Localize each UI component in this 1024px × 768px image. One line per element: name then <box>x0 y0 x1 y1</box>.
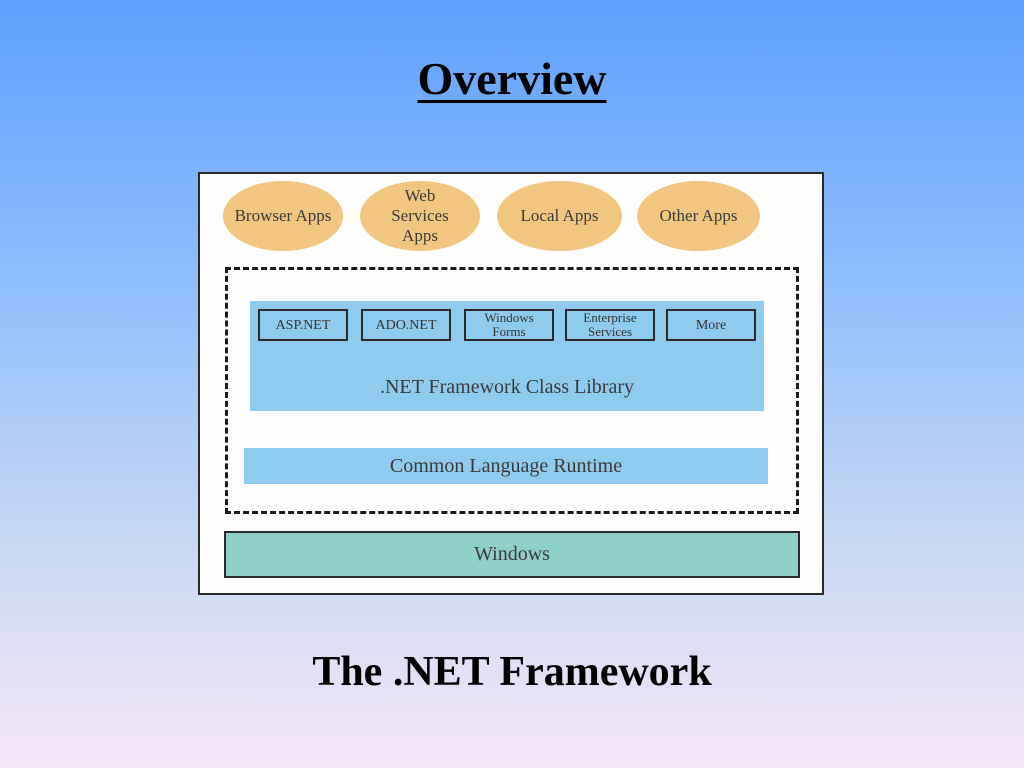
framework-dashed-boundary <box>225 267 799 514</box>
class-library-label: .NET Framework Class Library <box>379 376 635 398</box>
class-library-layer: ASP.NET ADO.NET Windows Forms Enterprise… <box>250 301 764 411</box>
app-oval-local-apps: Local Apps <box>497 181 622 251</box>
library-box-enterprise-services: Enterprise Services <box>565 309 655 341</box>
dotnet-framework-diagram: Browser Apps Web Services Apps Local App… <box>198 172 824 595</box>
slide-caption: The .NET Framework <box>312 649 712 695</box>
app-oval-browser-apps: Browser Apps <box>223 181 343 251</box>
slide-title-text: Overview <box>417 53 607 104</box>
windows-os-layer: Windows <box>224 531 800 578</box>
clr-label: Common Language Runtime <box>389 454 623 477</box>
library-box-more: More <box>666 309 756 341</box>
windows-label: Windows <box>474 543 550 565</box>
slide-title: Overview <box>0 52 1024 105</box>
library-box-asp-net: ASP.NET <box>258 309 348 341</box>
app-oval-other-apps: Other Apps <box>637 181 760 251</box>
library-box-windows-forms: Windows Forms <box>464 309 554 341</box>
clr-layer: Common Language Runtime <box>244 448 768 484</box>
app-oval-web-services-apps: Web Services Apps <box>360 181 480 251</box>
library-box-ado-net: ADO.NET <box>361 309 451 341</box>
